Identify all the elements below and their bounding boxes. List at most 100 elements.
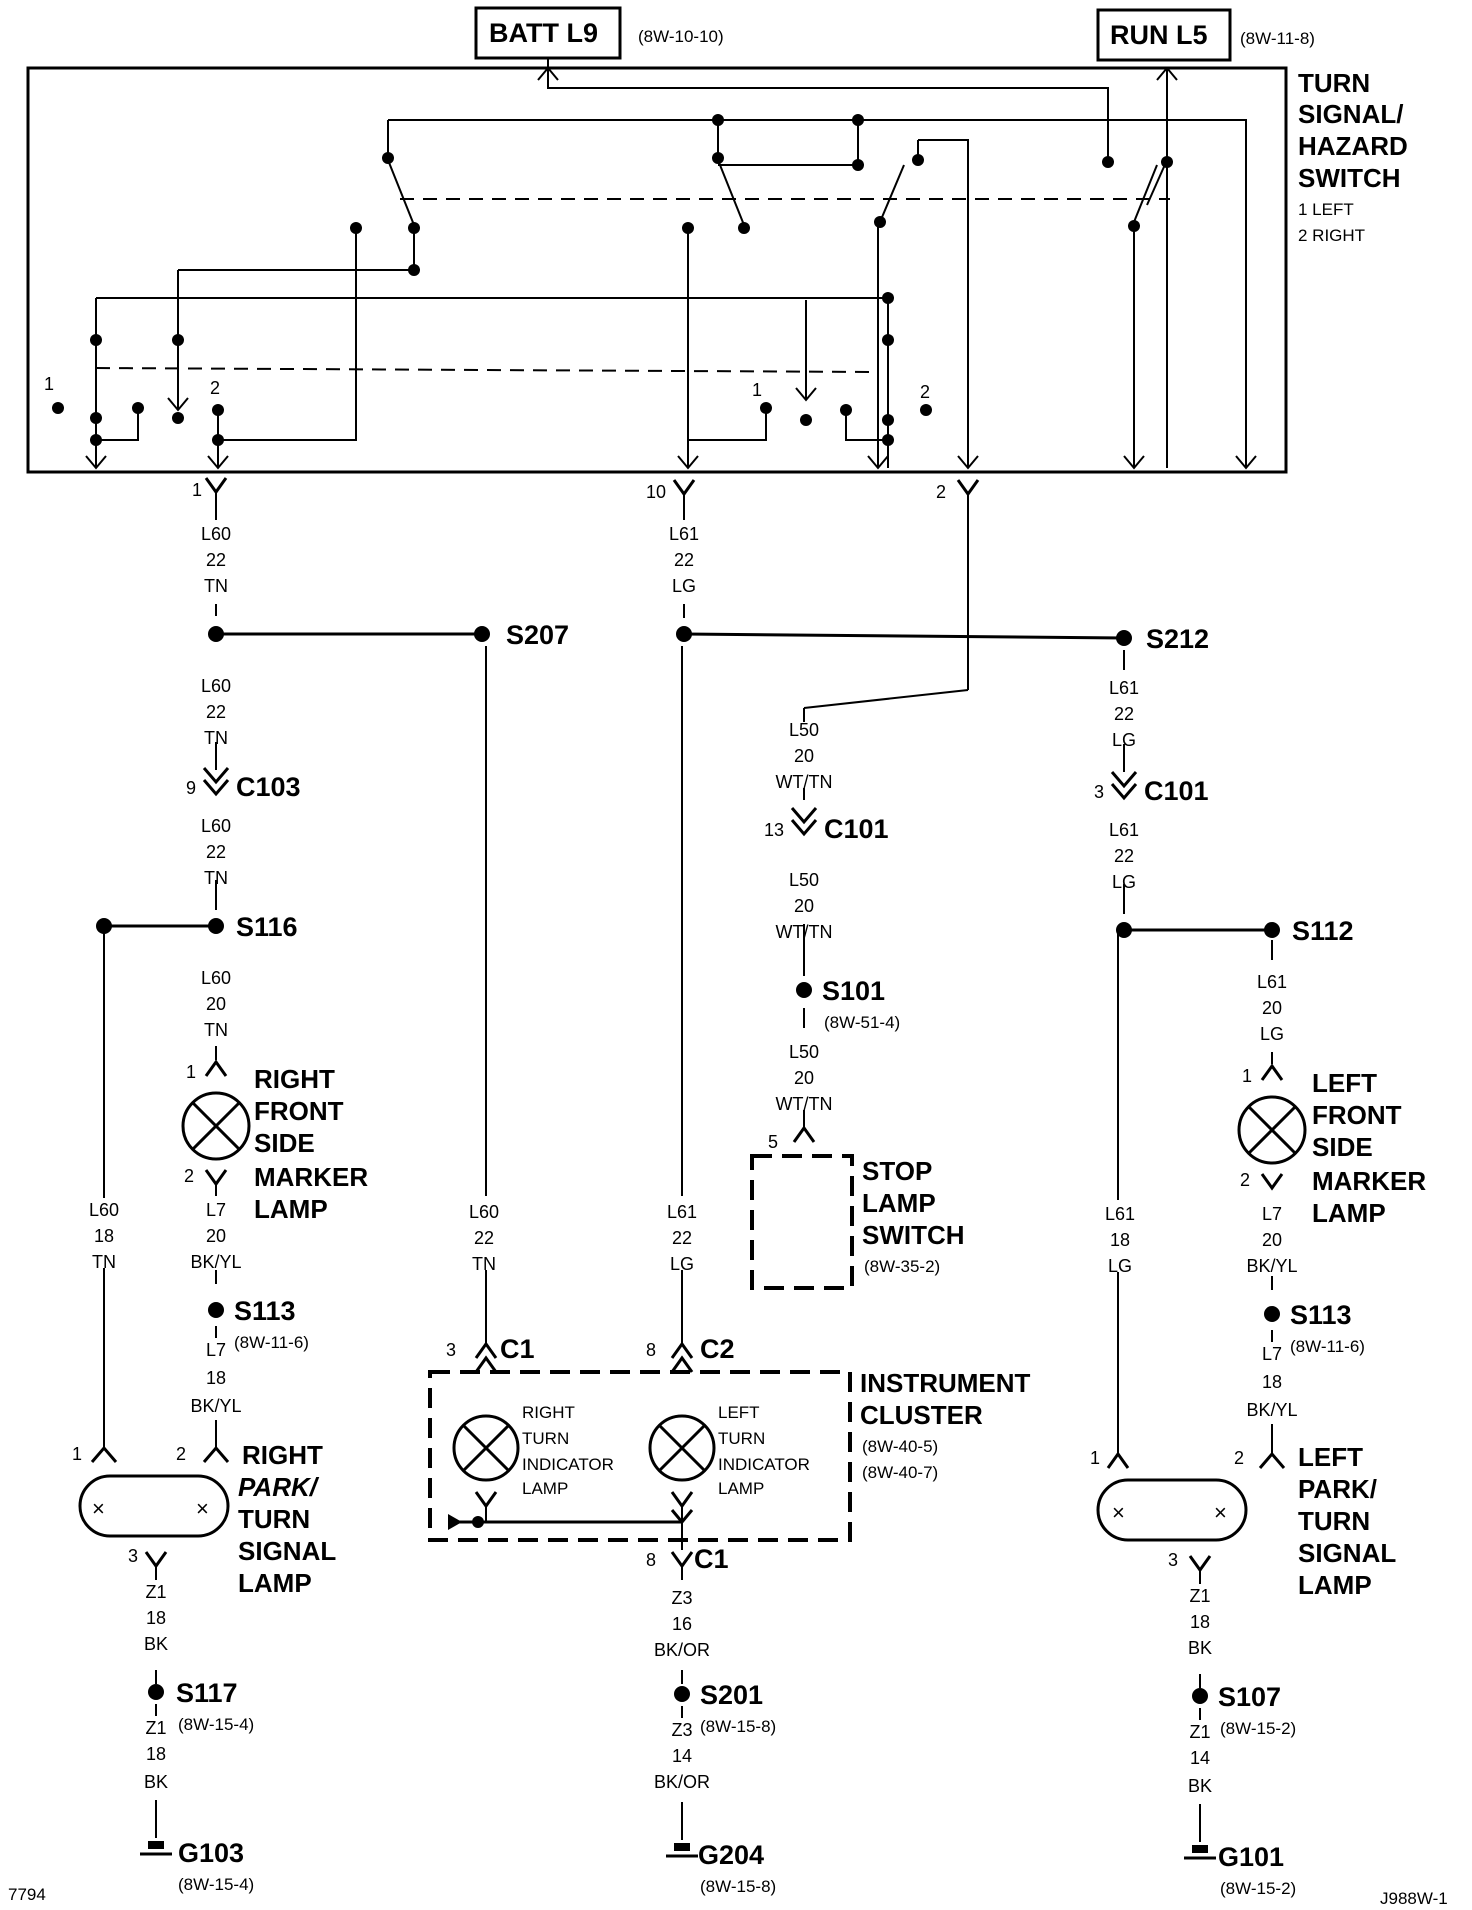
switch-title-2: SIGNAL/	[1298, 99, 1403, 129]
wire-z1-3-a: Z1	[1189, 1586, 1210, 1606]
pin-2-l-park: 2	[1234, 1448, 1244, 1468]
right-indicator-label-1: RIGHT	[522, 1403, 575, 1422]
pin-3-c1: 3	[446, 1340, 456, 1360]
r-park-turn-label-4: SIGNAL	[238, 1536, 336, 1566]
wire-l61-4-b: 22	[1114, 846, 1134, 866]
pin-3-r-park: 3	[128, 1546, 138, 1566]
turn-signal-switch-box	[26, 66, 1288, 474]
wire-l7-1-a: L7	[206, 1200, 226, 1220]
wire-l50-1-b: 20	[794, 746, 814, 766]
l-park-turn-label-1: LEFT	[1298, 1442, 1363, 1472]
wire-l61-6-b: 18	[1110, 1230, 1130, 1250]
pin-5-stop-switch: 5	[768, 1132, 778, 1152]
splice-s201-ref: (8W-15-8)	[700, 1717, 776, 1736]
stop-lamp-switch-label: STOP LAMP SWITCH	[862, 1156, 965, 1250]
l-park-turn-label-4: SIGNAL	[1298, 1538, 1396, 1568]
r-park-turn-label: RIGHT PARK/ TURN SIGNAL LAMP	[238, 1440, 336, 1598]
l-park-turn-label-5: LAMP	[1298, 1570, 1372, 1600]
lf-side-marker-label-5: LAMP	[1312, 1198, 1386, 1228]
left-indicator-label-4: LAMP	[718, 1479, 764, 1498]
wire-z1-1-c: BK	[144, 1634, 168, 1654]
wire-l61-5-c: LG	[1260, 1024, 1284, 1044]
wire-l7-3-b: 20	[1262, 1230, 1282, 1250]
wire-l60-2-c: TN	[204, 728, 228, 748]
wire-l61-1-c: LG	[672, 576, 696, 596]
splice-s113-right-ref: (8W-11-6)	[1290, 1337, 1365, 1356]
wire-l61-6-c: LG	[1108, 1256, 1132, 1276]
wire-l61-2-b: 22	[672, 1228, 692, 1248]
wire-l61-1-b: 22	[674, 550, 694, 570]
stop-lamp-switch-box	[750, 1154, 854, 1290]
wire-l7-4-b: 18	[1262, 1372, 1282, 1392]
rf-side-marker-label-5: LAMP	[254, 1194, 328, 1224]
r-park-turn-label-2: PARK/	[238, 1472, 320, 1502]
wire-l60-4-b: 20	[206, 994, 226, 1014]
wire-l60-1-a: L60	[201, 524, 231, 544]
rf-side-marker-label-3: SIDE	[254, 1128, 315, 1158]
g101-ground-icon	[1184, 1845, 1216, 1860]
splice-s112: S112	[1292, 916, 1354, 946]
ground-g204: G204	[698, 1840, 764, 1870]
right-circuit: × ×	[1096, 650, 1307, 1860]
wire-l50-2-a: L50	[789, 870, 819, 890]
splice-s207: S207	[506, 620, 569, 650]
switch-internal-wiring	[52, 58, 1257, 470]
lf-side-marker-label-2: FRONT	[1312, 1100, 1402, 1130]
wire-l61-2-c: LG	[670, 1254, 694, 1274]
r-park-turn-label-3: TURN	[238, 1504, 310, 1534]
wire-z1-3-b: 18	[1190, 1612, 1210, 1632]
pin-8-c2: 8	[646, 1340, 656, 1360]
wire-z3-2-c: BK/OR	[654, 1772, 710, 1792]
switch-legend-1: 1 LEFT	[1298, 200, 1354, 219]
wire-l61-5-b: 20	[1262, 998, 1282, 1018]
footer-code-left: 7794	[8, 1885, 46, 1904]
batt-l9-ref: (8W-10-10)	[638, 27, 724, 46]
r-park-turn-label-1: RIGHT	[242, 1440, 323, 1470]
left-indicator-label-2: TURN	[718, 1429, 765, 1448]
run-l5-ref: (8W-11-8)	[1240, 29, 1315, 48]
pin-13-c101: 13	[764, 820, 784, 840]
run-l5-label: RUN L5	[1110, 20, 1208, 50]
pin-1-rf-marker: 1	[186, 1062, 196, 1082]
wire-l60-3-b: 22	[206, 842, 226, 862]
wire-l7-3-a: L7	[1262, 1204, 1282, 1224]
lf-side-marker-label-1: LEFT	[1312, 1068, 1377, 1098]
wire-z1-1-b: 18	[146, 1608, 166, 1628]
switch-pos-2-left: 2	[210, 378, 220, 398]
wire-l60-6-c: TN	[472, 1254, 496, 1274]
splice-s107: S107	[1218, 1682, 1281, 1712]
wire-l7-2-b: 18	[206, 1368, 226, 1388]
pin-1-lf-marker: 1	[1242, 1066, 1252, 1086]
left-indicator-label-3: INDICATOR	[718, 1455, 810, 1474]
ground-g101: G101	[1218, 1842, 1284, 1872]
splice-s117-ref: (8W-15-4)	[178, 1715, 254, 1734]
svg-text:×: ×	[196, 1496, 209, 1521]
connector-c1-bottom: C1	[694, 1544, 729, 1574]
pin-1-r-park: 1	[72, 1444, 82, 1464]
center-circuit	[672, 479, 1132, 1290]
wire-l60-3-c: TN	[204, 868, 228, 888]
switch-pos-1-left: 1	[44, 374, 54, 394]
left-park-turn-lamp-icon	[1096, 1478, 1248, 1542]
switch-title: TURN SIGNAL/ HAZARD SWITCH 1 LEFT 2 RIGH…	[1298, 68, 1408, 245]
wire-l50-2-c: WT/TN	[776, 922, 833, 942]
wire-l7-3-c: BK/YL	[1246, 1256, 1297, 1276]
l-park-turn-label: LEFT PARK/ TURN SIGNAL LAMP	[1298, 1442, 1396, 1600]
wire-z1-4-c: BK	[1188, 1776, 1212, 1796]
ground-g101-ref: (8W-15-2)	[1220, 1879, 1296, 1898]
wire-labels: L60 22 TN L60 22 TN L60 22 TN L60 20 TN …	[89, 524, 1298, 1796]
wire-l61-4-c: LG	[1112, 872, 1136, 892]
l-park-turn-label-2: PARK/	[1298, 1474, 1377, 1504]
rf-side-marker-label-2: FRONT	[254, 1096, 344, 1126]
wire-l60-5-c: TN	[92, 1252, 116, 1272]
wire-z1-4-a: Z1	[1189, 1722, 1210, 1742]
wire-l61-3-a: L61	[1109, 678, 1139, 698]
wire-z1-1-a: Z1	[145, 1582, 166, 1602]
lf-side-marker-label: LEFT FRONT SIDE MARKER LAMP	[1312, 1068, 1426, 1228]
left-front-side-marker-lamp-icon	[1237, 1095, 1307, 1165]
wire-l61-4-a: L61	[1109, 820, 1139, 840]
instrument-cluster-box	[428, 1370, 852, 1542]
svg-text:×: ×	[1214, 1500, 1227, 1525]
wire-z3-1-a: Z3	[671, 1588, 692, 1608]
